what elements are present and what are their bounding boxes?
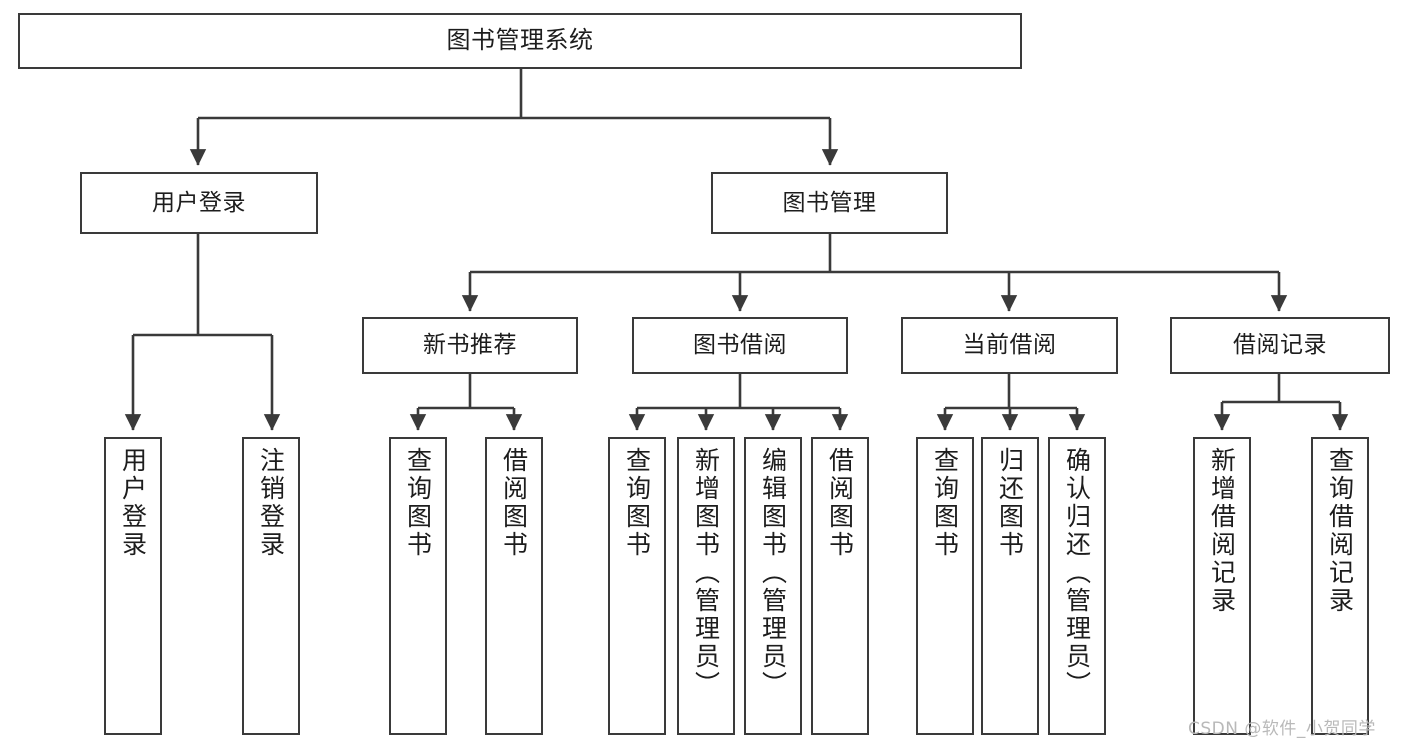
node-current-borrow[interactable]: 当前借阅 [901,317,1118,374]
node-leaf-borrow-book-1-label: 借阅图书 [499,447,529,559]
node-leaf-confirm-return-label: 确认归还（管理员） [1062,447,1092,699]
node-leaf-query-record-label: 查询借阅记录 [1325,447,1355,615]
node-leaf-confirm-return[interactable]: 确认归还（管理员） [1048,437,1106,735]
node-leaf-add-book-label: 新增图书（管理员） [691,447,721,699]
node-leaf-return-book[interactable]: 归还图书 [981,437,1039,735]
node-current-borrow-label: 当前借阅 [962,332,1057,359]
node-book-borrow-label: 图书借阅 [693,332,787,359]
node-root[interactable]: 图书管理系统 [18,13,1022,69]
node-user-login-label: 用户登录 [152,189,246,216]
node-book-manage-label: 图书管理 [782,189,877,216]
node-borrow-record[interactable]: 借阅记录 [1170,317,1390,374]
node-leaf-edit-book[interactable]: 编辑图书（管理员） [744,437,802,735]
node-leaf-user-logout[interactable]: 注销登录 [242,437,300,735]
node-leaf-borrow-book-2-label: 借阅图书 [825,447,855,559]
node-leaf-borrow-book-1[interactable]: 借阅图书 [485,437,543,735]
node-new-book-recommend[interactable]: 新书推荐 [362,317,578,374]
node-new-book-recommend-label: 新书推荐 [423,332,517,359]
node-leaf-borrow-book-2[interactable]: 借阅图书 [811,437,869,735]
node-leaf-user-login-label: 用户登录 [118,447,148,559]
node-leaf-return-book-label: 归还图书 [995,447,1025,559]
node-leaf-query-book-1-label: 查询图书 [403,447,433,559]
node-leaf-query-book-2[interactable]: 查询图书 [608,437,666,735]
node-user-login[interactable]: 用户登录 [80,172,318,234]
node-leaf-query-book-3[interactable]: 查询图书 [916,437,974,735]
node-book-borrow[interactable]: 图书借阅 [632,317,848,374]
node-book-manage[interactable]: 图书管理 [711,172,948,234]
node-leaf-add-record[interactable]: 新增借阅记录 [1193,437,1251,735]
watermark: CSDN @软件_小贺同学 [1188,719,1376,739]
node-leaf-query-book-1[interactable]: 查询图书 [389,437,447,735]
node-leaf-query-record[interactable]: 查询借阅记录 [1311,437,1369,735]
node-leaf-query-book-3-label: 查询图书 [930,447,960,559]
node-leaf-add-record-label: 新增借阅记录 [1207,447,1237,615]
node-root-label: 图书管理系统 [446,26,594,55]
node-leaf-query-book-2-label: 查询图书 [622,447,652,559]
node-leaf-user-login[interactable]: 用户登录 [104,437,162,735]
node-leaf-user-logout-label: 注销登录 [256,447,286,559]
node-borrow-record-label: 借阅记录 [1233,332,1327,359]
node-leaf-edit-book-label: 编辑图书（管理员） [758,447,788,699]
node-leaf-add-book[interactable]: 新增图书（管理员） [677,437,735,735]
